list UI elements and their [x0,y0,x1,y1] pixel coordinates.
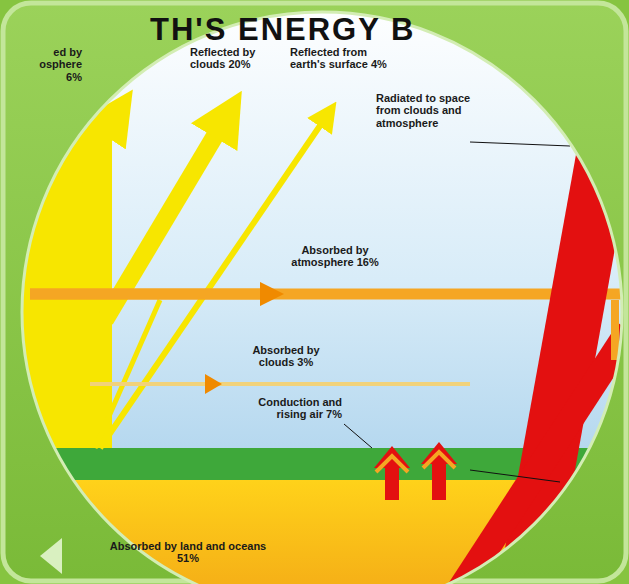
absorbed-arrow [30,289,272,300]
nav-arrow [40,538,62,574]
flow-label: Absorbed by land and oceans 51% [98,540,278,565]
absorbed-band [611,300,619,360]
sunlight-ray [95,300,160,448]
radiated-band [440,330,629,584]
leader-line [470,142,570,146]
flow-label: Reflected from earth's surface 4% [290,46,394,71]
flow-label: Absorbed by atmosphere 16% [280,244,390,269]
radiated-band [520,110,612,584]
flow-label: Radiated to space from clouds and atmosp… [376,92,472,129]
leader-line [470,470,560,482]
conduction-arrow [421,442,457,500]
chevron [376,456,408,472]
cloud-band [90,382,470,386]
diagram-title: TH'S ENERGY B [150,12,415,48]
leader-line [344,424,372,448]
absorbed-band [30,289,629,300]
absorbed-arrow [205,374,222,394]
flow-label: Reflected by clouds 20% [190,46,262,71]
circle-frame [22,12,622,584]
conduction-arrow [374,446,410,500]
flow-label: Absorbed by clouds 3% [236,344,336,369]
flow-label: Conduction and rising air 7% [226,396,342,421]
incoming-sunlight [0,70,112,448]
flow-label: ed by osphere 6% [26,46,82,83]
chevron [423,452,455,468]
